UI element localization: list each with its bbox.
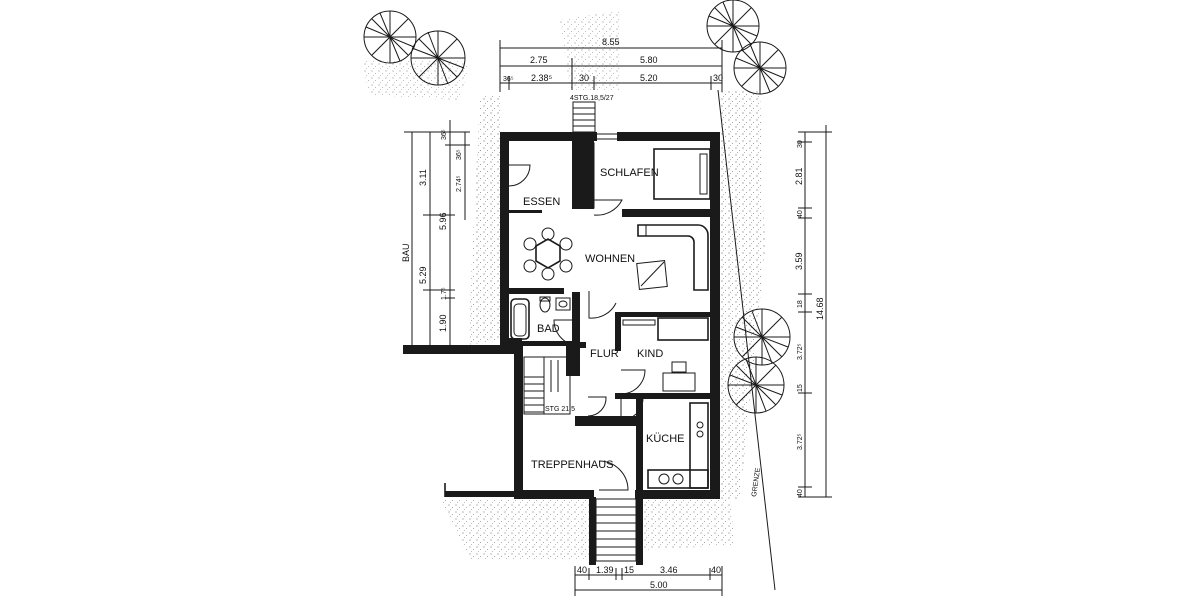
bathtub-icon — [510, 298, 530, 340]
svg-text:3.72⁵: 3.72⁵ — [797, 433, 804, 450]
desk-icon — [622, 317, 709, 392]
svg-text:36⁵: 36⁵ — [456, 149, 463, 160]
svg-text:36⁵: 36⁵ — [441, 129, 448, 140]
door-icon — [508, 164, 646, 491]
svg-text:30: 30 — [579, 73, 589, 83]
svg-text:18: 18 — [797, 300, 804, 308]
property-line — [717, 89, 776, 591]
svg-text:14.68: 14.68 — [815, 297, 825, 320]
tree-icon — [410, 30, 466, 86]
svg-text:40: 40 — [797, 210, 804, 218]
dimension-left: 3.11 5.96 5.29 1.90 36⁵ 2.74⁵ 36⁵ 1.7⁵ B… — [401, 120, 470, 345]
svg-text:15: 15 — [624, 565, 634, 575]
kitchen-counter — [647, 402, 709, 489]
svg-text:40: 40 — [711, 565, 721, 575]
room-label-wohnen: WOHNEN — [585, 253, 635, 265]
room-label-kind: KIND — [637, 348, 663, 360]
entry-stair — [589, 497, 643, 565]
svg-text:2.75: 2.75 — [530, 55, 548, 65]
svg-text:1.90: 1.90 — [438, 314, 448, 332]
svg-text:30: 30 — [797, 140, 804, 148]
site-wall-bottom — [445, 491, 522, 497]
svg-text:5.29: 5.29 — [418, 266, 428, 284]
svg-text:5.20: 5.20 — [640, 73, 658, 83]
dimension-bottom: 40 1.39 15 3.46 40 5.00 — [574, 565, 723, 596]
svg-text:30: 30 — [713, 73, 723, 83]
room-label-kueche: KÜCHE — [646, 433, 685, 445]
dimension-right: 30 2.81 40 3.59 18 14.68 3.72⁵ 15 3.72⁵ … — [794, 125, 832, 498]
internal-stair: STG 21,5 — [523, 356, 575, 415]
interior-walls — [509, 141, 715, 495]
svg-text:2.74⁵: 2.74⁵ — [456, 175, 463, 192]
tree-icon — [733, 308, 791, 366]
bed-icon — [653, 148, 711, 200]
tree-icon — [363, 10, 417, 64]
svg-text:5.80: 5.80 — [640, 55, 658, 65]
tree-icon — [727, 356, 785, 414]
svg-text:2.38⁵: 2.38⁵ — [531, 73, 553, 83]
room-label-essen: ESSEN — [523, 196, 560, 208]
ground-stipple — [360, 10, 765, 560]
svg-text:1.7⁵: 1.7⁵ — [441, 287, 448, 300]
sofa-icon — [636, 224, 709, 291]
svg-text:3.11: 3.11 — [418, 169, 428, 186]
toilet-icon — [539, 296, 551, 313]
room-label-bad: BAD — [537, 323, 560, 335]
svg-text:3.72⁵: 3.72⁵ — [797, 343, 804, 360]
svg-text:BAU: BAU — [401, 243, 411, 262]
room-label-flur: FLUR — [590, 348, 619, 360]
svg-text:8.55: 8.55 — [602, 37, 620, 47]
grenze-label: GRENZE — [751, 467, 762, 497]
tree-icon — [706, 0, 760, 53]
sink-icon — [555, 297, 571, 311]
site-wall-left — [403, 345, 520, 354]
svg-text:3.46: 3.46 — [660, 565, 678, 575]
tree-icon — [733, 41, 787, 95]
room-label-schlafen: SCHLAFEN — [600, 167, 659, 179]
dimension-top: 8.55 2.75 5.80 36⁵ 2.38⁵ 30 5.20 30 — [499, 37, 723, 92]
wardrobe — [581, 142, 595, 209]
svg-text:4STG.18,5/27: 4STG.18,5/27 — [570, 95, 614, 102]
svg-text:3.59: 3.59 — [794, 252, 804, 270]
svg-text:5.96: 5.96 — [438, 212, 448, 230]
garden-stair: 4STG.18,5/27 — [570, 95, 614, 133]
svg-text:40: 40 — [797, 489, 804, 497]
svg-text:15: 15 — [797, 384, 804, 392]
svg-text:1.39: 1.39 — [596, 565, 614, 575]
svg-text:5.00: 5.00 — [650, 580, 668, 590]
svg-text:2.81: 2.81 — [794, 167, 804, 185]
room-label-treppenhaus: TREPPENHAUS — [531, 459, 614, 471]
svg-text:36⁵: 36⁵ — [503, 76, 514, 83]
svg-text:40: 40 — [577, 565, 587, 575]
svg-text:STG 21,5: STG 21,5 — [545, 406, 575, 413]
dining-table-icon — [523, 227, 573, 281]
